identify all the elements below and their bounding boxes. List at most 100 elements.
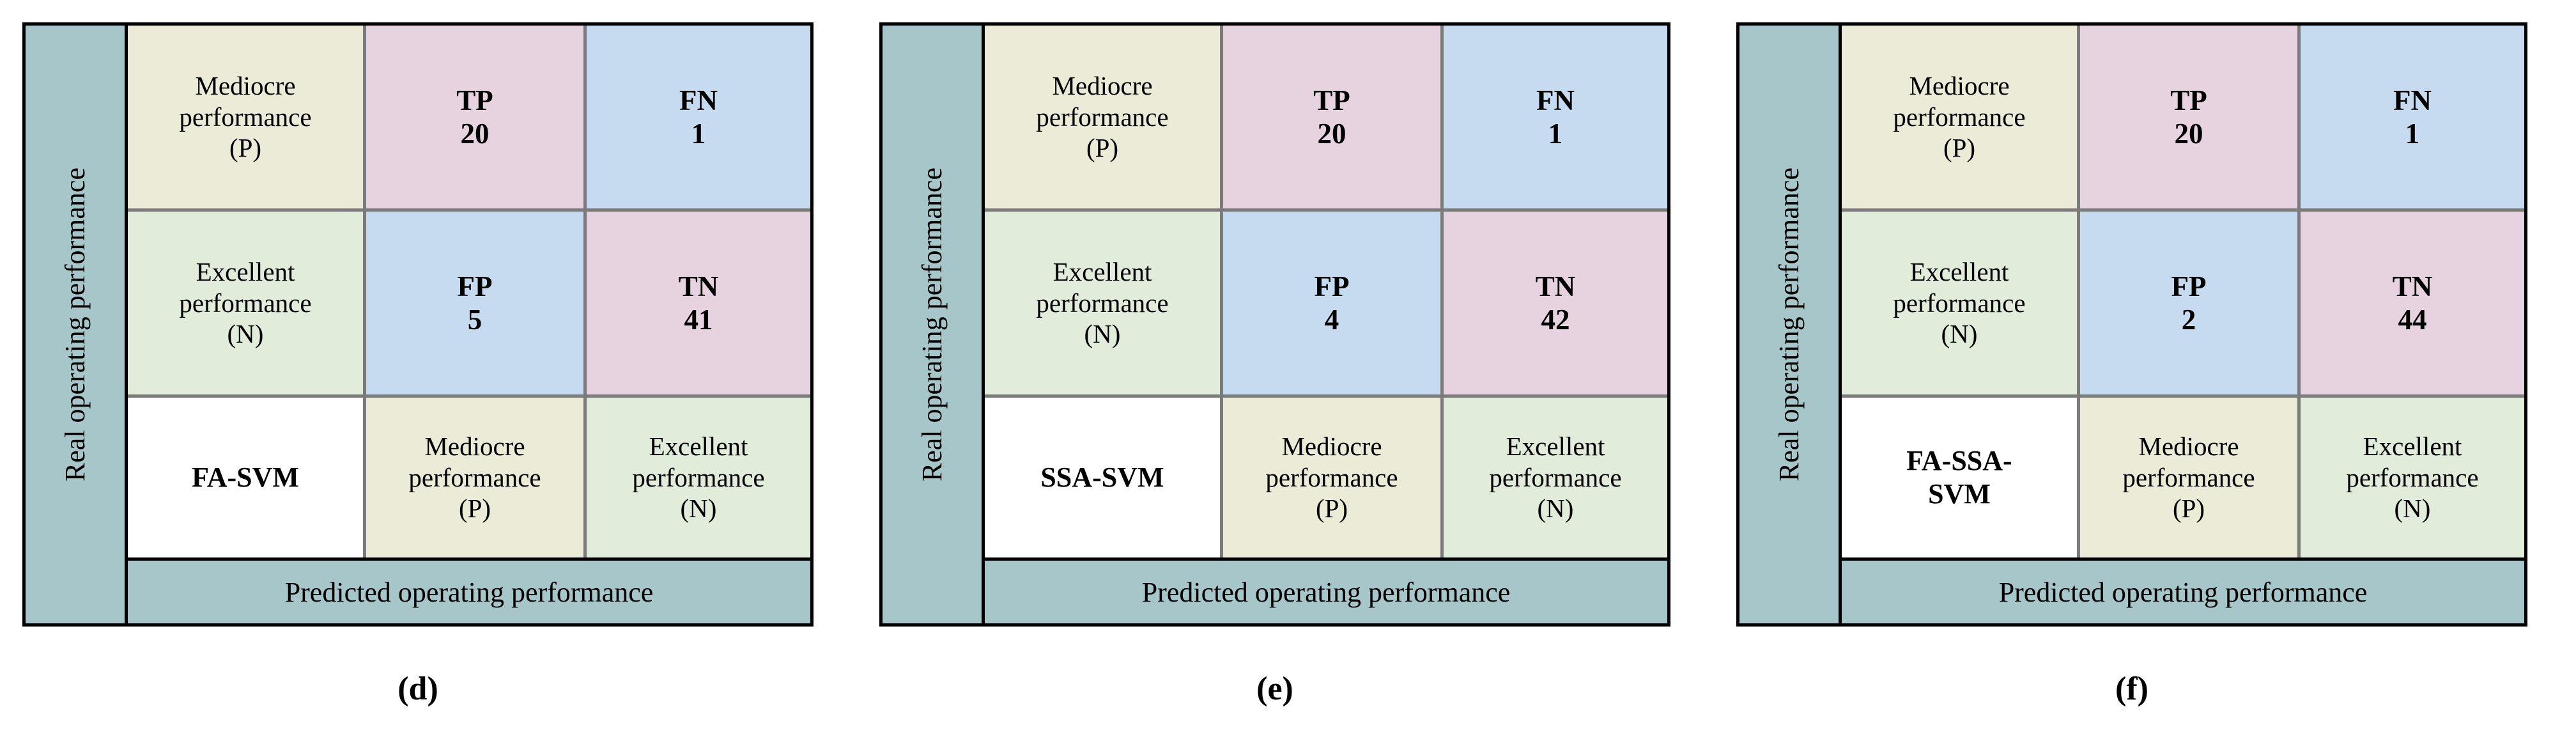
col-header-positive-line1: Mediocre — [424, 432, 525, 462]
col-header-negative-line3: (N) — [1537, 494, 1574, 524]
col-header-positive-line3: (P) — [1315, 494, 1348, 524]
tp-value: 20 — [1317, 118, 1346, 150]
tn-label: TN — [2392, 270, 2433, 302]
model-name-line1: FA-SVM — [192, 462, 299, 494]
cell-false-positive-f: FP 2 — [2080, 212, 2297, 394]
row-header-negative-line3: (N) — [1941, 319, 1978, 349]
col-header-positive-line1: Mediocre — [1281, 432, 1382, 462]
column-axis-text: Predicted operating performance — [1141, 576, 1511, 608]
matrix-box-d: Real operating performance Mediocre perf… — [22, 22, 814, 627]
matrix-grid-d: Mediocre performance (P) TP 20 FN — [128, 26, 810, 561]
fp-label: FP — [457, 270, 493, 302]
col-header-positive-line2: performance — [1265, 462, 1398, 492]
row-header-negative-line1: Excellent — [196, 257, 295, 287]
col-header-negative-line1: Excellent — [649, 432, 748, 462]
tp-label: TP — [456, 84, 493, 116]
tn-value: 41 — [684, 304, 713, 336]
row-axis-label-e: Real operating performance — [883, 26, 985, 623]
tp-value: 20 — [2174, 118, 2203, 150]
fn-value: 1 — [2405, 118, 2420, 150]
row-header-negative-line2: performance — [179, 288, 312, 318]
cell-true-negative-f: TN 44 — [2301, 212, 2524, 394]
fp-value: 5 — [467, 304, 482, 336]
col-header-positive-line1: Mediocre — [2138, 432, 2239, 462]
column-axis-text: Predicted operating performance — [1998, 576, 2368, 608]
row-axis-text: Real operating performance — [916, 167, 948, 482]
matrix-box-e: Real operating performance Mediocre perf… — [879, 22, 1670, 627]
row-header-negative-line3: (N) — [1084, 319, 1121, 349]
col-header-negative-line2: performance — [632, 462, 765, 492]
column-axis-label-e: Predicted operating performance — [985, 561, 1667, 623]
tp-value: 20 — [460, 118, 490, 150]
model-name-e: SSA-SVM — [985, 398, 1220, 557]
row-header-positive-line2: performance — [1893, 102, 2026, 132]
col-header-positive-line3: (P) — [2172, 494, 2205, 524]
model-name-line1: SSA-SVM — [1040, 462, 1164, 494]
row-header-negative-f: Excellent performance (N) — [1842, 212, 2077, 394]
panel-caption-f: (f) — [2115, 671, 2148, 707]
confusion-matrix-panel-d: Real operating performance Mediocre perf… — [22, 22, 814, 708]
row-header-negative-line3: (N) — [227, 319, 264, 349]
row-axis-text: Real operating performance — [59, 167, 91, 482]
fn-value: 1 — [1548, 118, 1563, 150]
column-axis-text: Predicted operating performance — [284, 576, 654, 608]
model-name-line2: SVM — [1928, 478, 1991, 510]
tn-value: 44 — [2398, 304, 2427, 336]
fp-label: FP — [1314, 270, 1350, 302]
cell-true-positive-d: TP 20 — [366, 26, 583, 208]
row-header-positive-line1: Mediocre — [1052, 71, 1153, 101]
col-header-positive-e: Mediocre performance (P) — [1223, 398, 1440, 557]
cell-false-positive-e: FP 4 — [1223, 212, 1440, 394]
row-header-positive-line2: performance — [1036, 102, 1169, 132]
column-axis-label-d: Predicted operating performance — [128, 561, 810, 623]
fp-value: 4 — [1324, 304, 1339, 336]
row-header-positive-e: Mediocre performance (P) — [985, 26, 1220, 208]
model-name-d: FA-SVM — [128, 398, 363, 557]
fn-value: 1 — [691, 118, 706, 150]
row-axis-text: Real operating performance — [1773, 167, 1805, 482]
cell-true-negative-e: TN 42 — [1444, 212, 1667, 394]
panel-caption-e: (e) — [1256, 671, 1293, 707]
tn-value: 42 — [1541, 304, 1570, 336]
cell-true-positive-f: TP 20 — [2080, 26, 2297, 208]
row-header-positive-line3: (P) — [1943, 133, 1976, 163]
fn-label: FN — [679, 84, 718, 116]
tn-label: TN — [678, 270, 719, 302]
matrix-body-f: Mediocre performance (P) TP 20 FN — [1842, 26, 2524, 623]
row-header-negative-line2: performance — [1036, 288, 1169, 318]
row-header-positive-line3: (P) — [229, 133, 262, 163]
row-header-positive-d: Mediocre performance (P) — [128, 26, 363, 208]
fn-label: FN — [1536, 84, 1575, 116]
fn-label: FN — [2393, 84, 2432, 116]
col-header-negative-line1: Excellent — [1506, 432, 1605, 462]
col-header-negative-line3: (N) — [2394, 494, 2431, 524]
column-axis-label-f: Predicted operating performance — [1842, 561, 2524, 623]
row-header-positive-line1: Mediocre — [1909, 71, 2010, 101]
confusion-matrix-panel-e: Real operating performance Mediocre perf… — [879, 22, 1670, 708]
panel-caption-d: (d) — [397, 671, 438, 707]
cell-false-negative-d: FN 1 — [587, 26, 810, 208]
row-header-positive-f: Mediocre performance (P) — [1842, 26, 2077, 208]
col-header-positive-d: Mediocre performance (P) — [366, 398, 583, 557]
cell-false-negative-e: FN 1 — [1444, 26, 1667, 208]
matrix-grid-f: Mediocre performance (P) TP 20 FN — [1842, 26, 2524, 561]
tn-label: TN — [1535, 270, 1576, 302]
cell-true-positive-e: TP 20 — [1223, 26, 1440, 208]
col-header-negative-line3: (N) — [680, 494, 717, 524]
row-header-negative-line1: Excellent — [1909, 257, 2009, 287]
matrix-body-d: Mediocre performance (P) TP 20 FN — [128, 26, 810, 623]
row-header-positive-line1: Mediocre — [195, 71, 296, 101]
col-header-positive-line2: performance — [408, 462, 541, 492]
row-header-positive-line3: (P) — [1086, 133, 1119, 163]
matrix-box-f: Real operating performance Mediocre perf… — [1736, 22, 2527, 627]
cell-false-positive-d: FP 5 — [366, 212, 583, 394]
confusion-matrix-panel-f: Real operating performance Mediocre perf… — [1736, 22, 2527, 708]
fp-label: FP — [2171, 270, 2207, 302]
col-header-negative-line2: performance — [2346, 462, 2479, 492]
col-header-negative-e: Excellent performance (N) — [1444, 398, 1667, 557]
col-header-positive-line3: (P) — [458, 494, 491, 524]
cell-false-negative-f: FN 1 — [2301, 26, 2524, 208]
tp-label: TP — [1313, 84, 1350, 116]
row-axis-label-f: Real operating performance — [1739, 26, 1842, 623]
row-axis-label-d: Real operating performance — [26, 26, 128, 623]
